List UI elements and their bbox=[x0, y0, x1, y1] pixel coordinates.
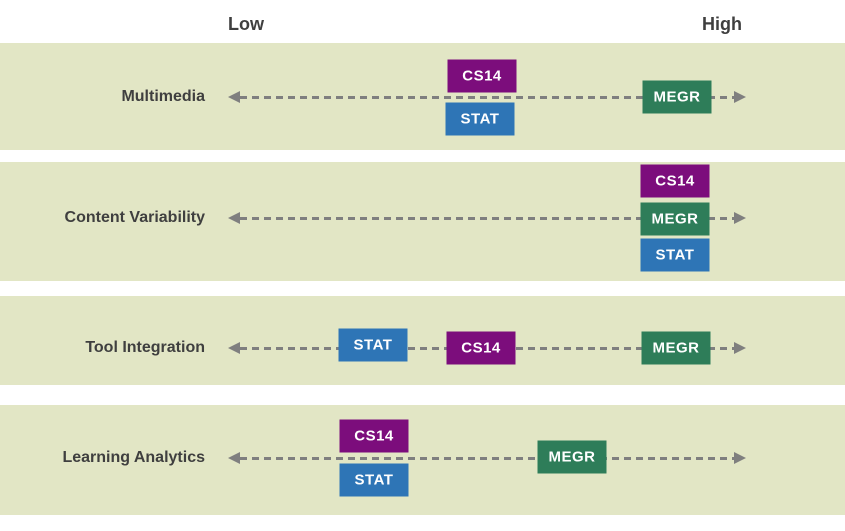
axis-low-label: Low bbox=[228, 14, 264, 34]
badge-megr-tool-integration: MEGR bbox=[641, 331, 711, 365]
badge-megr-content-variability: MEGR bbox=[640, 202, 710, 236]
dashed-arrow-line-content-variability bbox=[240, 217, 734, 220]
badge-cs14-learning-analytics: CS14 bbox=[339, 419, 409, 453]
badge-stat-multimedia: STAT bbox=[445, 102, 515, 136]
row-label-content-variability: Content Variability bbox=[64, 209, 205, 226]
arrowhead-right-multimedia bbox=[734, 91, 746, 103]
row-label-multimedia: Multimedia bbox=[121, 88, 205, 105]
badge-cs14-content-variability: CS14 bbox=[640, 164, 710, 198]
badge-megr-learning-analytics: MEGR bbox=[537, 440, 607, 474]
badge-cs14-multimedia: CS14 bbox=[447, 59, 517, 93]
arrowhead-left-content-variability bbox=[228, 212, 240, 224]
dashed-arrow-line-multimedia bbox=[240, 96, 734, 99]
arrowhead-right-learning-analytics bbox=[734, 452, 746, 464]
arrowhead-right-content-variability bbox=[734, 212, 746, 224]
row-label-learning-analytics: Learning Analytics bbox=[62, 449, 205, 466]
badge-cs14-tool-integration: CS14 bbox=[446, 331, 516, 365]
badge-stat-content-variability: STAT bbox=[640, 238, 710, 272]
arrowhead-left-multimedia bbox=[228, 91, 240, 103]
row-label-tool-integration: Tool Integration bbox=[85, 339, 205, 356]
badge-stat-learning-analytics: STAT bbox=[339, 463, 409, 497]
axis-high-label: High bbox=[702, 14, 742, 34]
arrowhead-left-tool-integration bbox=[228, 342, 240, 354]
badge-stat-tool-integration: STAT bbox=[338, 328, 408, 362]
arrowhead-right-tool-integration bbox=[734, 342, 746, 354]
band-learning-analytics bbox=[0, 405, 845, 515]
arrowhead-left-learning-analytics bbox=[228, 452, 240, 464]
dashed-arrow-line-learning-analytics bbox=[240, 457, 734, 460]
badge-megr-multimedia: MEGR bbox=[642, 80, 712, 114]
